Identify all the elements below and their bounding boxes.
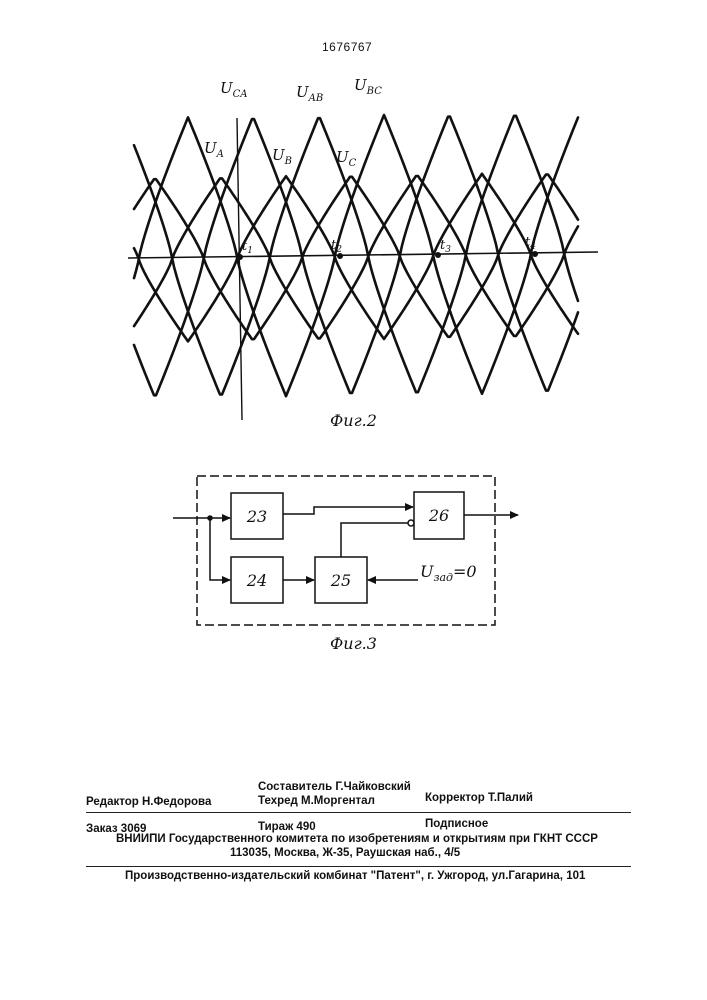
figure-3-block-diagram: 23 24 25 26 Uзад=0 bbox=[0, 460, 707, 660]
label-ubc: UBC bbox=[354, 76, 382, 97]
block-numbers: 23 24 25 26 bbox=[246, 506, 449, 590]
publisher-line: Производственно-издательский комбинат "П… bbox=[125, 870, 585, 882]
divider-bottom bbox=[86, 866, 631, 867]
label-t2: t2 bbox=[331, 238, 342, 255]
techred-credit: Техред М.Моргентал bbox=[258, 795, 375, 807]
label-ua: UA bbox=[204, 139, 224, 160]
compiler-credit: Составитель Г.Чайковский bbox=[258, 781, 411, 793]
editor-credit: Редактор Н.Федорова bbox=[86, 796, 211, 808]
time-axis bbox=[128, 252, 598, 258]
corrector-credit: Корректор Т.Палий bbox=[425, 792, 533, 804]
branch-to-24 bbox=[210, 518, 230, 580]
label-uc: UC bbox=[336, 148, 357, 169]
inverting-input-marker bbox=[408, 520, 414, 526]
label-uab: UAB bbox=[296, 83, 323, 104]
block-25-label: 25 bbox=[330, 571, 351, 590]
block-23-label: 23 bbox=[246, 507, 267, 526]
divider-top bbox=[86, 812, 631, 813]
vertical-axis bbox=[237, 118, 242, 420]
curve-labels: UCA UAB UBC UA UB UC bbox=[204, 76, 382, 169]
figure-3-caption: Фиг.3 bbox=[330, 634, 377, 653]
block-24-label: 24 bbox=[246, 571, 267, 590]
line-25-to-26 bbox=[341, 523, 408, 557]
junction-dot bbox=[207, 515, 213, 521]
block-26-label: 26 bbox=[428, 506, 449, 525]
line-23-to-26 bbox=[283, 507, 413, 514]
setpoint-label: Uзад=0 bbox=[420, 562, 477, 584]
point-t1 bbox=[237, 254, 243, 260]
vniipi-line: ВНИИПИ Государственного комитета по изоб… bbox=[116, 833, 598, 845]
figure-2-caption: Фиг.2 bbox=[330, 411, 377, 430]
label-t3: t3 bbox=[440, 238, 451, 255]
label-t1: t1 bbox=[242, 239, 253, 256]
figure-2-waveforms: UCA UAB UBC UA UB UC t1 t2 t3 t4 bbox=[0, 0, 707, 440]
subscription: Подписное bbox=[425, 818, 488, 830]
circulation: Тираж 490 bbox=[258, 821, 316, 833]
vniipi-address: 113035, Москва, Ж-35, Раушская наб., 4/5 bbox=[230, 847, 460, 859]
label-ub: UB bbox=[272, 146, 292, 167]
label-uca: UCA bbox=[220, 79, 248, 100]
